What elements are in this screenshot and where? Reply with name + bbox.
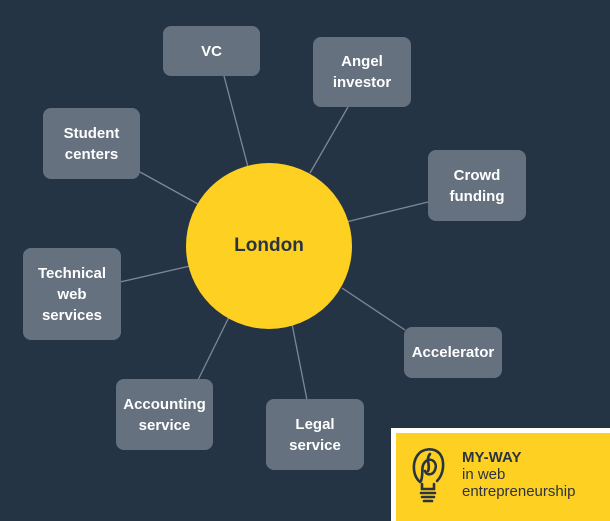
connector-legal <box>291 323 308 401</box>
connector-accelerator <box>341 287 406 331</box>
my-way-logo: MY-WAY in web entrepreneurship <box>391 428 610 521</box>
connector-angel <box>309 106 349 174</box>
node-angel-investor: Angel investor <box>313 37 411 107</box>
node-technical-web-services: Technical web services <box>23 248 121 340</box>
node-label: Student centers <box>63 124 120 163</box>
node-label: Accounting service <box>123 395 206 434</box>
node-label: Legal service <box>289 415 341 454</box>
connector-student <box>139 171 199 205</box>
node-label: Crowd funding <box>449 166 505 205</box>
node-crowd-funding: Crowd funding <box>428 150 526 221</box>
lightbulb-spiral-icon <box>412 448 445 503</box>
logo-text: MY-WAY in web entrepreneurship <box>462 449 575 500</box>
hub-label: London <box>234 235 304 256</box>
logo-subtitle-line1: in web <box>462 466 506 483</box>
logo-title: MY-WAY <box>462 449 522 466</box>
node-vc: VC <box>163 26 260 76</box>
node-legal-service: Legal service <box>266 399 364 470</box>
logo-panel: MY-WAY in web entrepreneurship <box>396 433 610 521</box>
node-label: Angel investor <box>332 53 392 91</box>
node-student-centers: Student centers <box>43 108 140 179</box>
connector-crowd <box>345 201 429 223</box>
node-accounting-service: Accounting service <box>116 379 213 450</box>
hub-london: London <box>186 163 352 329</box>
node-label: Accelerator <box>411 344 495 361</box>
connector-accounting <box>197 314 231 381</box>
connector-technical <box>119 265 191 283</box>
node-accelerator: Accelerator <box>404 327 502 378</box>
node-label: Technical web services <box>37 264 107 324</box>
logo-subtitle-line2: entrepreneurship <box>462 483 576 500</box>
node-label: VC <box>201 42 222 60</box>
connector-vc <box>223 75 249 168</box>
